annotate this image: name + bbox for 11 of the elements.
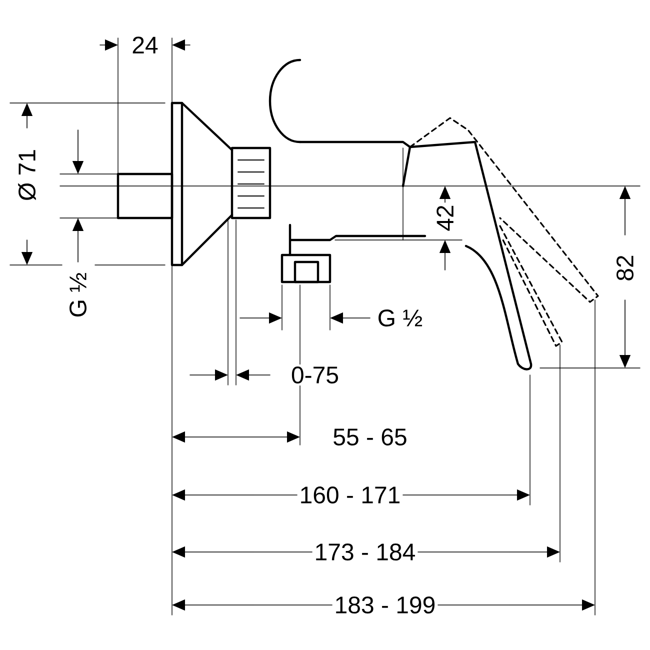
- dimension-label: G ½: [375, 308, 425, 328]
- dimension-label: 173 - 184: [312, 542, 418, 562]
- dimension-label: 82: [614, 252, 636, 284]
- dimension-label: Ø 71: [16, 146, 38, 204]
- dimension-label: 55 - 65: [330, 426, 410, 448]
- dimension-label: 0-75: [288, 364, 342, 386]
- dimension-label: G ½: [68, 270, 88, 320]
- dimension-label: 183 - 199: [332, 594, 438, 616]
- dimension-label: 24: [130, 34, 160, 56]
- dimension-label: 160 - 171: [297, 484, 403, 506]
- dimension-label: 42: [434, 202, 456, 234]
